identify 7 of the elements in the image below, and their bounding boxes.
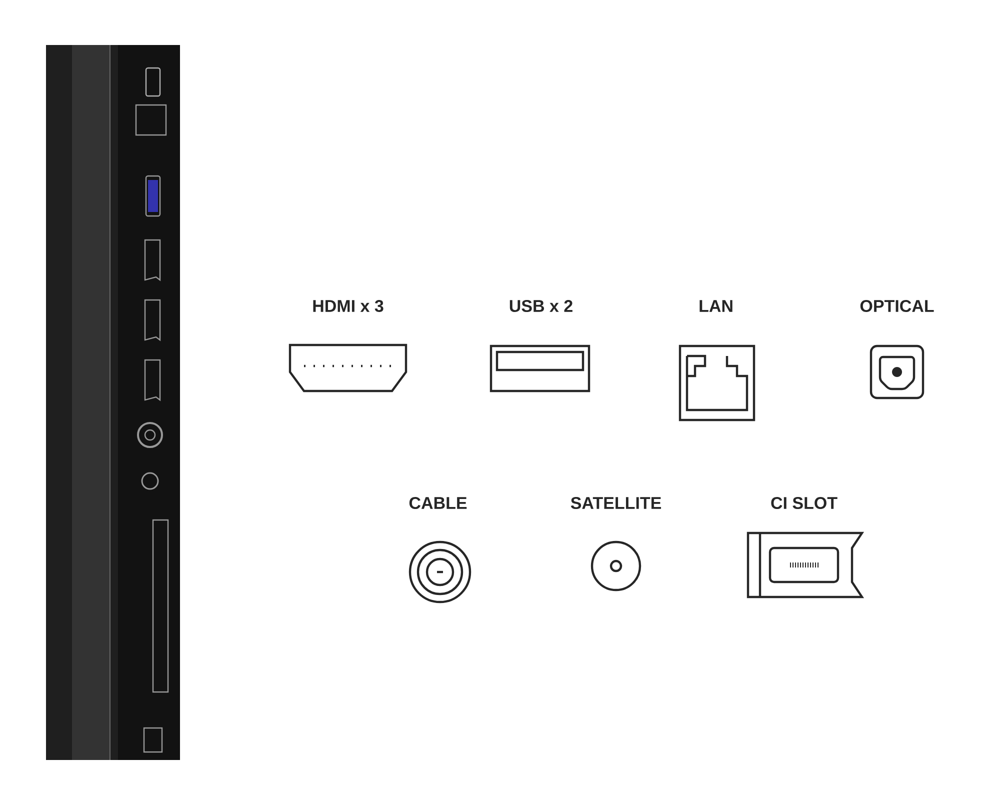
port-label: LAN <box>700 300 732 312</box>
port-label: OPTICAL <box>860 300 934 312</box>
port-label: USB x 2 <box>510 300 572 312</box>
port-label: CI SLOT <box>771 496 838 510</box>
port-label: HDMI x 3 <box>313 300 384 312</box>
port-label: CABLE <box>409 496 467 510</box>
port-label: SATELLITE <box>570 496 661 510</box>
